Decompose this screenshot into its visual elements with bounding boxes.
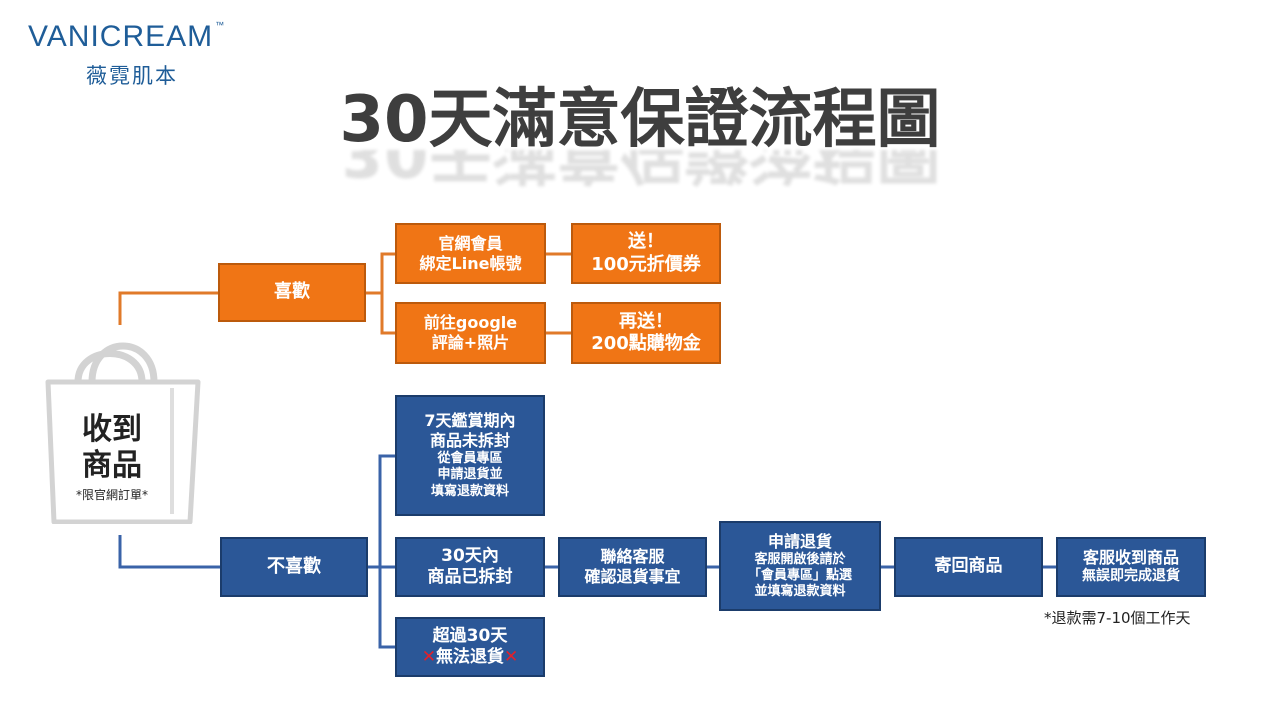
shopping-bag-icon [45,342,201,524]
like-branch-connector [380,252,395,335]
like-reward-1-line-1: 送！ [628,231,664,252]
dislike-option-7days: 7天鑑賞期內 商品未拆封 從會員專區 申請退貨並 填寫退款資料 [395,395,545,516]
like-reward-2-line-1: 再送！ [619,310,673,332]
brand-logo-chinese: 薇霓肌本 [86,64,178,88]
like-label: 喜歡 [274,281,310,303]
brand-logo-text: VANICREAM [28,20,214,53]
return-complete-node: 客服收到商品 無誤即完成退貨 [1056,537,1206,597]
cross-icon: ✕ [421,647,436,667]
like-reward-1-line-2: 100元折價券 [591,253,701,275]
start-node: 收到 商品 *限官網訂單* [52,412,172,503]
done-line-1: 客服收到商品 [1082,548,1179,568]
dislike-connectors [118,454,1056,649]
start-to-like-connector [118,291,218,325]
like-connectors [118,252,571,335]
apply-line-2: 客服開啟後請於 [754,551,846,567]
ship-back-node: 寄回商品 [894,537,1043,597]
start-line-2: 商品 [82,448,142,483]
dislike-option-30days: 30天內 商品已拆封 [395,537,545,597]
trademark-mark: ™ [215,20,226,30]
start-to-dislike-connector [118,535,220,569]
apply-line-3: 「會員專區」點選 [747,567,852,583]
contact-line-2: 確認退貨事宜 [584,567,681,586]
like-action-google: 前往google 評論+照片 [395,302,546,364]
start-note: *限官網訂單* [75,488,148,502]
apply-return-node: 申請退貨 客服開啟後請於 「會員專區」點選 並填寫退款資料 [719,521,881,611]
opt1-line-5: 填寫退款資料 [430,483,509,499]
like-action-2-line-1: 前往google [423,313,518,332]
like-node: 喜歡 [218,263,366,322]
dislike-node: 不喜歡 [220,537,368,597]
opt3-line-2: ✕無法退貨✕ [422,647,519,668]
done-line-2: 無誤即完成退貨 [1082,568,1180,585]
opt2-line-2: 商品已拆封 [427,567,513,587]
start-line-1: 收到 [82,412,142,447]
apply-line-1: 申請退貨 [767,531,832,551]
page-title: 30天滿意保證流程圖 [339,83,941,157]
opt1-line-4: 申請退貨並 [437,467,503,483]
like-action-1-line-1: 官網會員 [438,233,503,253]
like-action-1-line-2: 綁定Line帳號 [419,253,522,273]
opt3-line-1: 超過30天 [432,625,508,646]
like-reward-coupon: 送！ 100元折價券 [571,223,721,284]
contact-service-node: 聯絡客服 確認退貨事宜 [558,537,707,597]
ship-line-1: 寄回商品 [934,556,1003,577]
contact-line-1: 聯絡客服 [600,547,665,566]
opt1-line-3: 從會員專區 [437,451,503,467]
like-reward-2-line-2: 200點購物金 [591,333,701,354]
like-action-line: 官網會員 綁定Line帳號 [395,223,546,284]
dislike-label: 不喜歡 [267,555,321,577]
opt1-line-2: 商品未拆封 [429,431,510,451]
like-action-2-line-2: 評論+照片 [431,333,510,352]
dislike-branch-connector [378,454,395,649]
opt2-line-1: 30天內 [441,545,499,566]
like-reward-points: 再送！ 200點購物金 [571,302,721,364]
cross-icon: ✕ [504,647,519,667]
apply-line-4: 並填寫退款資料 [754,584,846,600]
opt1-line-1: 7天鑑賞期內 [424,411,516,431]
refund-footnote: *退款需7-10個工作天 [1044,609,1191,627]
dislike-option-over30days: 超過30天 ✕無法退貨✕ [395,617,545,677]
title-area: 30天滿意保證流程圖 30天滿意保證流程圖 [0,82,1280,190]
opt3-line-2-text: 無法退貨 [436,647,504,667]
